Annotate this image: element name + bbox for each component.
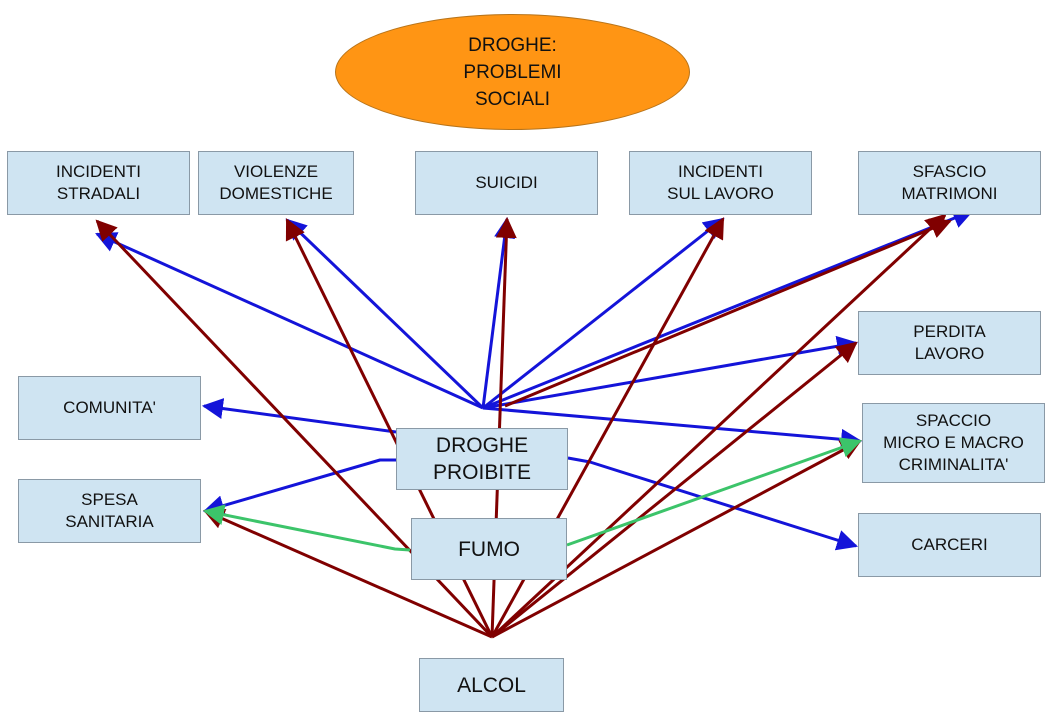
edge-droghe-proibite-to-suicidi xyxy=(481,216,516,409)
edge-alcol-to-spesa-sanitaria xyxy=(203,508,493,639)
node-fumo: FUMO xyxy=(411,518,567,580)
edge-droghe-proibite-to-violenze-domestiche xyxy=(285,218,485,410)
edge-fumo-to-spaccio xyxy=(566,437,862,547)
edge-droghe-proibite-to-sfascio-matrimoni xyxy=(482,208,974,410)
edge-droghe-proibite-to-carceri xyxy=(567,456,859,551)
node-incidenti-lavoro: INCIDENTI SUL LAVORO xyxy=(629,151,812,215)
title-ellipse: DROGHE: PROBLEMI SOCIALI xyxy=(335,14,690,130)
edge-alcol-to-perdita-lavoro xyxy=(491,341,858,639)
node-alcol: ALCOL xyxy=(419,658,564,712)
edge-droghe-proibite-to-incidenti-stradali xyxy=(95,232,484,410)
node-spaccio: SPACCIO MICRO E MACRO CRIMINALITA' xyxy=(862,403,1045,483)
node-suicidi: SUICIDI xyxy=(415,151,598,215)
node-carceri: CARCERI xyxy=(858,513,1041,577)
edge-fumo-to-spesa-sanitaria xyxy=(202,504,411,552)
edge-droghe-proibite-to-spesa-sanitaria xyxy=(202,458,396,516)
node-perdita-lavoro: PERDITA LAVORO xyxy=(858,311,1041,375)
edge-droghe-proibite-to-comunita xyxy=(201,398,397,434)
edge-droghe-proibite-to-sfascio-matrimoni xyxy=(504,218,952,408)
node-incidenti-stradali: INCIDENTI STRADALI xyxy=(7,151,190,215)
edge-droghe-proibite-to-incidenti-lavoro xyxy=(482,217,725,410)
edge-alcol-to-sfascio-matrimoni xyxy=(490,213,947,639)
node-sfascio-matrimoni: SFASCIO MATRIMONI xyxy=(858,151,1041,215)
edge-alcol-to-spaccio xyxy=(491,439,862,639)
node-violenze-domestiche: VIOLENZE DOMESTICHE xyxy=(198,151,354,215)
node-comunita: COMUNITA' xyxy=(18,376,201,440)
node-spesa-sanitaria: SPESA SANITARIA xyxy=(18,479,201,543)
node-droghe-proibite: DROGHE PROIBITE xyxy=(396,428,568,490)
edge-droghe-proibite-to-perdita-lavoro xyxy=(482,335,859,410)
edge-droghe-proibite-to-spaccio xyxy=(482,406,863,450)
